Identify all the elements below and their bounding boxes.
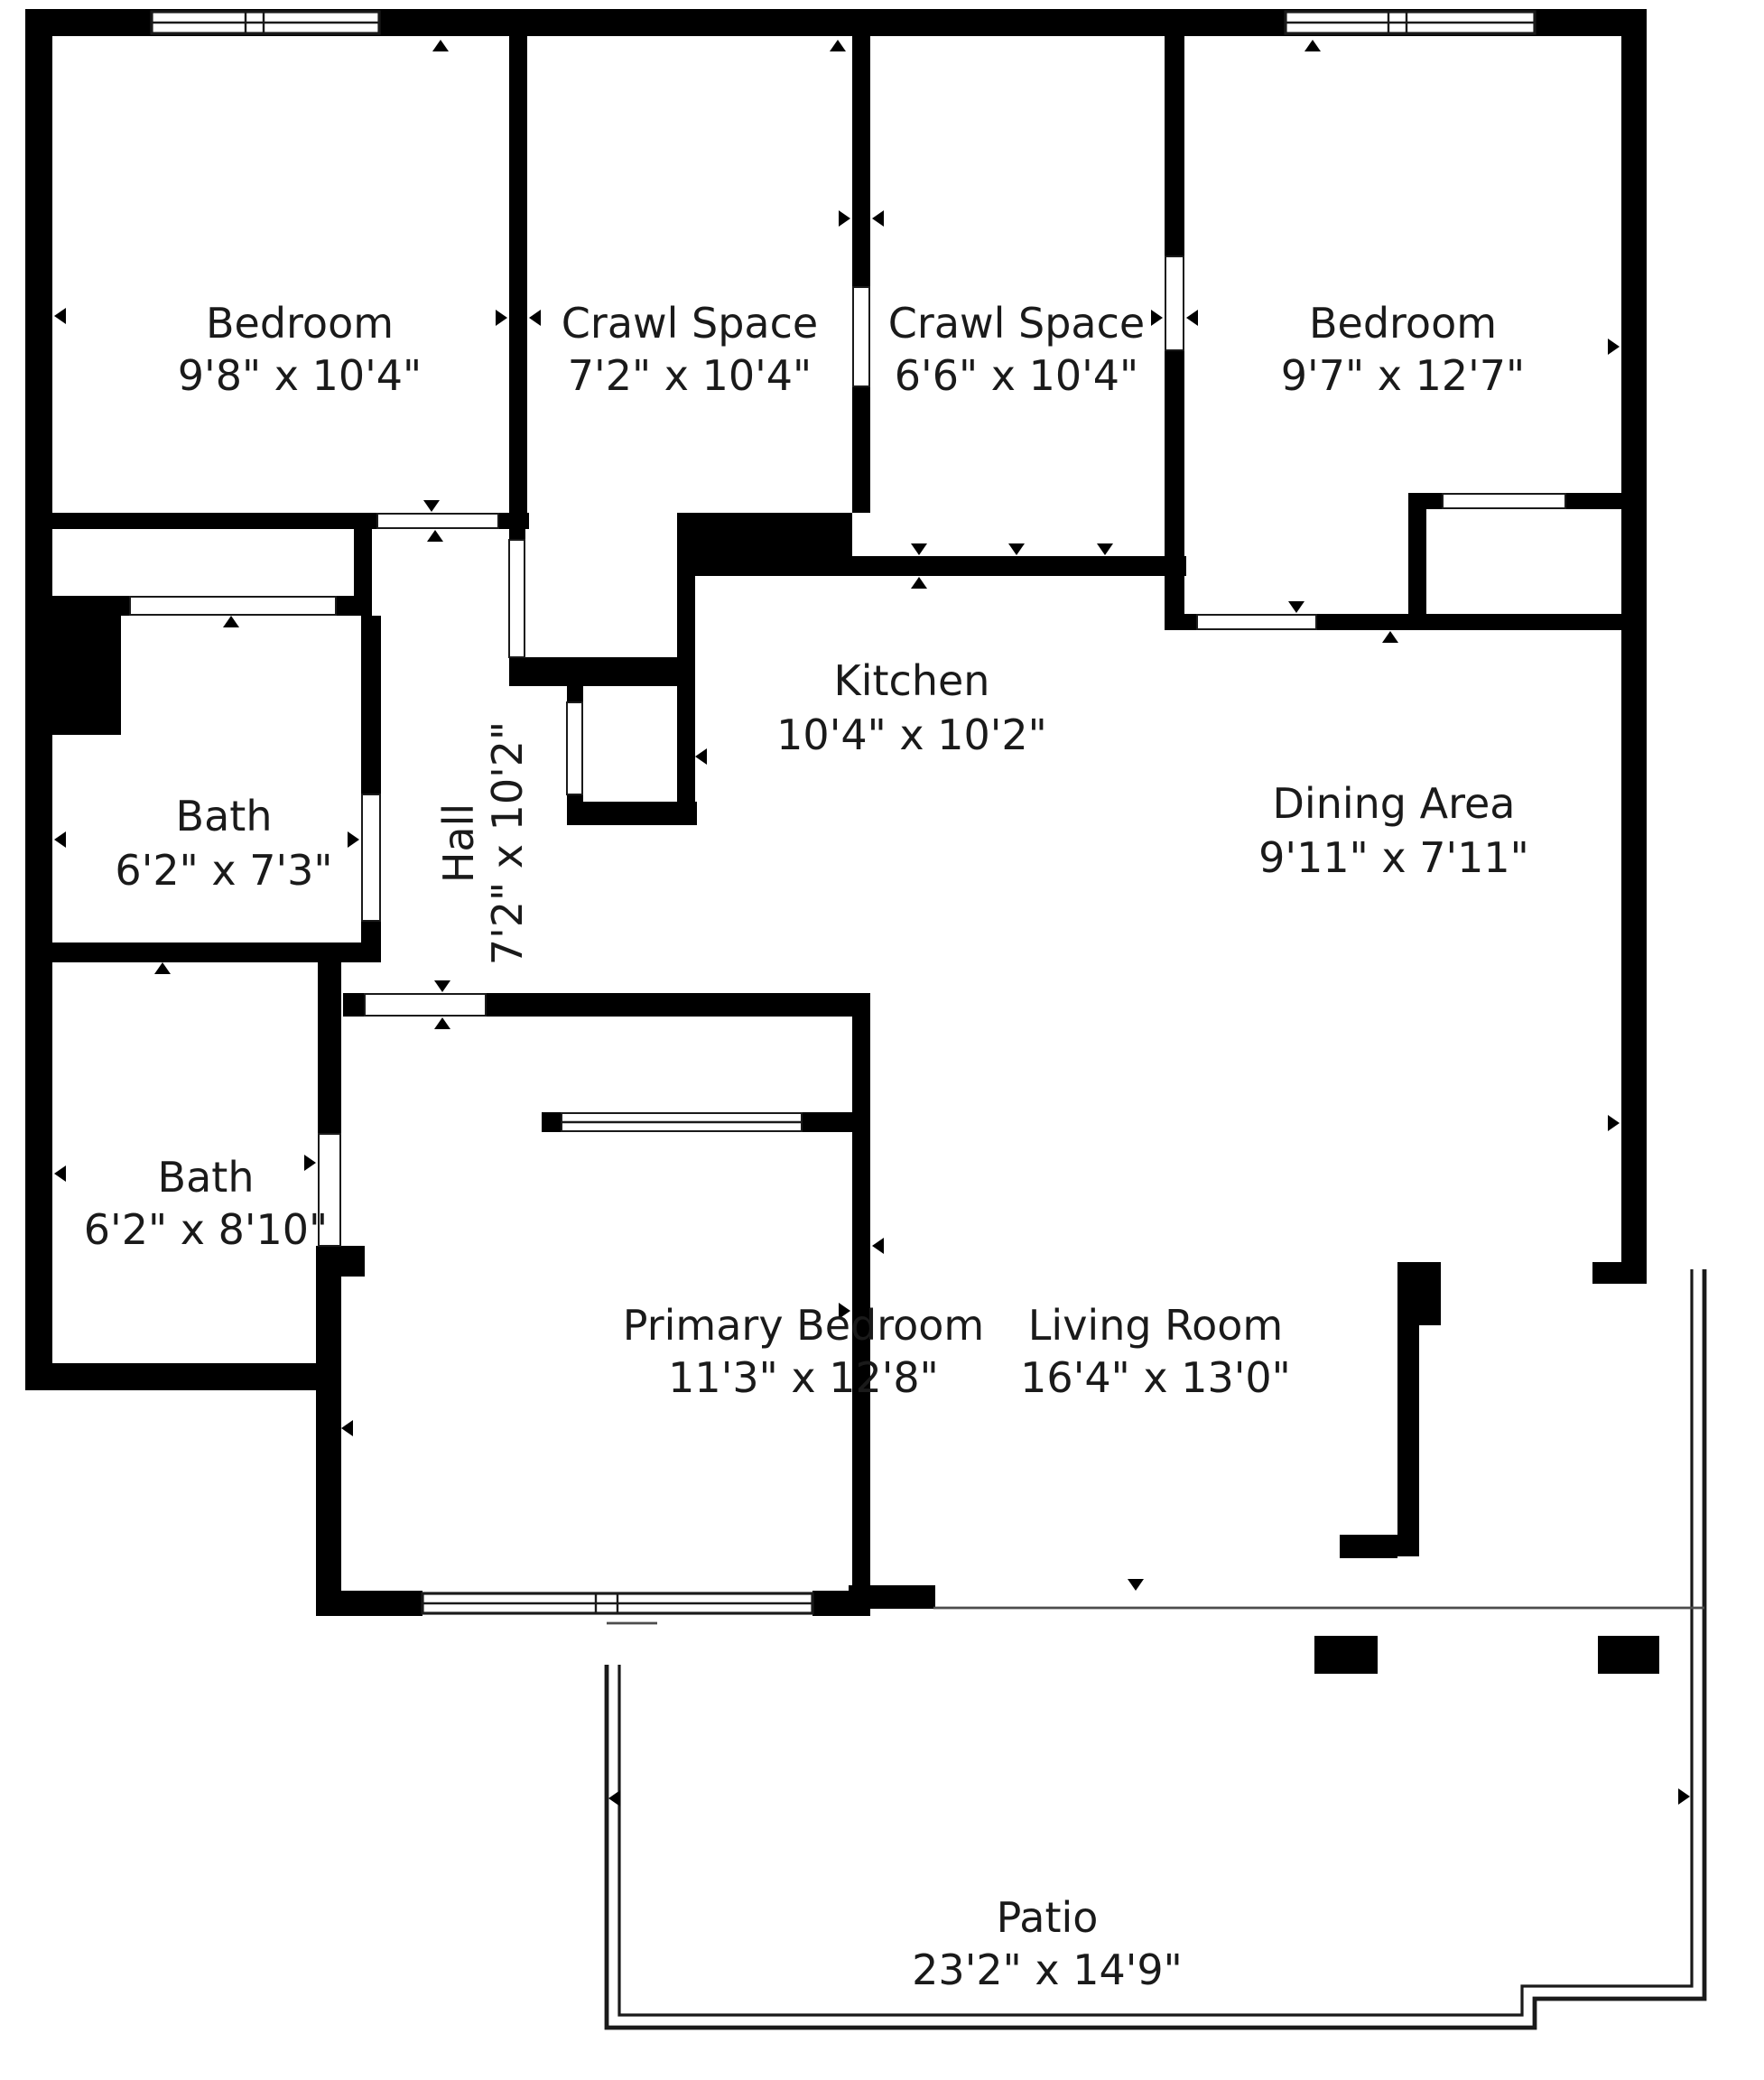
room-dims: 23'2" x 14'9"	[912, 1945, 1183, 1994]
door-swing-arrow-icon	[223, 616, 239, 627]
door-swing-arrow-icon	[695, 748, 707, 765]
room-dims: 10'4" x 10'2"	[776, 710, 1047, 759]
dimension-arrow-icon	[54, 1165, 66, 1182]
dimension-arrow-icon	[872, 1238, 884, 1254]
room-dims: 9'7" x 12'7"	[1281, 351, 1525, 400]
window-top-right	[1284, 10, 1537, 35]
room-name: Bath	[176, 792, 273, 840]
door-openings	[129, 286, 1566, 1247]
dimension-arrow-icon	[911, 577, 927, 589]
door-swing-arrow-icon	[434, 1017, 450, 1029]
windows	[150, 10, 1537, 1615]
room-name: Dining Area	[1273, 779, 1516, 828]
room-labels: Bedroom 9'8" x 10'4" Crawl Space 7'2" x …	[84, 299, 1529, 1994]
door-swing-arrow-icon	[348, 831, 359, 848]
dimension-arrow-icon	[1097, 543, 1113, 555]
room-name: Hall	[434, 803, 483, 883]
room-dims: 6'2" x 8'10"	[84, 1205, 328, 1254]
dimension-arrow-icon	[911, 543, 927, 555]
room-name: Patio	[997, 1893, 1099, 1942]
room-name: Crawl Space	[562, 299, 818, 348]
room-dims: 7'2" x 10'4"	[568, 351, 812, 400]
room-label-bedroom-1: Bedroom 9'8" x 10'4"	[178, 299, 422, 400]
room-dims: 7'2" x 10'2"	[483, 721, 532, 965]
dimension-arrow-icon	[432, 40, 449, 51]
room-dims: 16'4" x 13'0"	[1020, 1353, 1291, 1402]
patio-railing	[604, 1269, 1707, 2030]
room-name: Kitchen	[834, 656, 990, 705]
dimension-arrows	[54, 40, 1690, 1806]
patio-posts	[1314, 1636, 1659, 1674]
dimension-arrow-icon	[1151, 310, 1163, 326]
window-primary-bedroom	[421, 1592, 814, 1615]
dimension-arrow-icon	[1678, 1788, 1690, 1805]
room-label-kitchen: Kitchen 10'4" x 10'2"	[776, 656, 1047, 759]
door-swing-arrow-icon	[304, 1155, 316, 1171]
room-dims: 9'8" x 10'4"	[178, 351, 422, 400]
dimension-arrow-icon	[608, 1790, 620, 1806]
dimension-arrow-icon	[872, 210, 884, 227]
room-label-bath-1: Bath 6'2" x 7'3"	[115, 792, 332, 895]
dimension-arrow-icon	[529, 310, 541, 326]
room-label-hall: Hall 7'2" x 10'2"	[434, 721, 532, 965]
room-dims: 6'2" x 7'3"	[115, 846, 332, 895]
room-name: Bedroom	[206, 299, 394, 348]
room-name: Bath	[158, 1153, 255, 1202]
door-swing-arrow-icon	[154, 962, 171, 974]
dimension-arrow-icon	[839, 210, 850, 227]
dimension-arrow-icon	[1128, 1579, 1144, 1591]
dimension-arrow-icon	[830, 40, 846, 51]
door-swing-arrow-icon	[341, 1420, 353, 1436]
dimension-arrow-icon	[1608, 339, 1620, 355]
room-label-dining-area: Dining Area 9'11" x 7'11"	[1258, 779, 1529, 882]
dimension-arrow-icon	[54, 831, 66, 848]
room-label-primary-bedroom: Primary Bedroom 11'3" x 12'8"	[623, 1301, 984, 1402]
room-name: Primary Bedroom	[623, 1301, 984, 1350]
dimension-arrow-icon	[1304, 40, 1321, 51]
door-swing-arrow-icon	[434, 980, 450, 992]
interior-walls	[25, 36, 1647, 1609]
dimension-arrow-icon	[839, 1303, 850, 1319]
room-label-living-room: Living Room 16'4" x 13'0"	[1020, 1301, 1291, 1402]
dimension-arrow-icon	[54, 308, 66, 324]
dimension-arrow-icon	[1186, 310, 1198, 326]
room-label-bedroom-2: Bedroom 9'7" x 12'7"	[1281, 299, 1525, 400]
dimension-arrow-icon	[1608, 1115, 1620, 1131]
room-label-crawl-space-1: Crawl Space 7'2" x 10'4"	[562, 299, 818, 400]
dimension-arrow-icon	[496, 310, 507, 326]
door-swing-arrow-icon	[1382, 631, 1398, 643]
door-swing-arrow-icon	[423, 500, 440, 512]
door-swing-arrow-icon	[427, 530, 443, 542]
room-name: Living Room	[1028, 1301, 1283, 1350]
room-name: Bedroom	[1309, 299, 1497, 348]
room-label-crawl-space-2: Crawl Space 6'6" x 10'4"	[888, 299, 1145, 400]
room-dims: 6'6" x 10'4"	[895, 351, 1138, 400]
door-swing-arrow-icon	[1288, 601, 1304, 613]
dimension-arrow-icon	[1008, 543, 1025, 555]
room-label-bath-2: Bath 6'2" x 8'10"	[84, 1153, 328, 1254]
room-dims: 11'3" x 12'8"	[668, 1353, 939, 1402]
window-top-left	[150, 10, 381, 35]
room-name: Crawl Space	[888, 299, 1145, 348]
room-dims: 9'11" x 7'11"	[1258, 833, 1529, 882]
room-label-patio: Patio 23'2" x 14'9"	[912, 1893, 1183, 1994]
window-crawl-space-right	[1165, 255, 1184, 351]
